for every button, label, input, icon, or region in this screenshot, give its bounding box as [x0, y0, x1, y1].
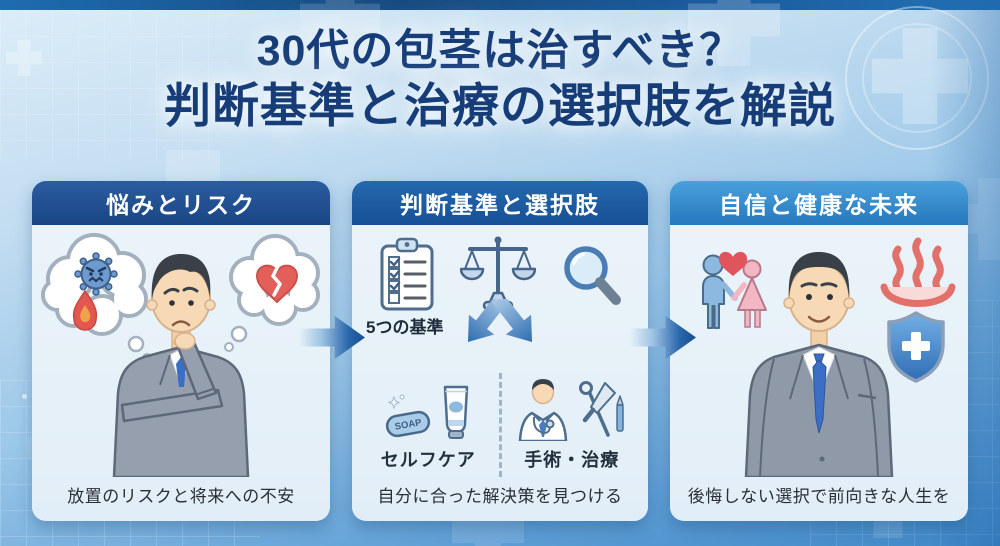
soap-icon: SOAP [385, 394, 430, 438]
panel-worries-body: 放置のリスクと将来への不安 [32, 225, 330, 521]
panel-future-caption: 後悔しない選択で前向きな人生を [687, 487, 951, 506]
top-accent-bar [0, 0, 1000, 10]
surgical-tools-icon [579, 381, 624, 437]
heart-icon [718, 251, 748, 276]
page-title: 30代の包茎は治すべき？ 判断基準と治療の選択肢を解説 [0, 26, 1000, 134]
worried-man [112, 254, 250, 477]
panel-criteria-body: 5つの基準 [352, 225, 648, 521]
branch-arrows-icon [467, 299, 533, 342]
panel-worries: 悩みとリスク [32, 181, 330, 521]
panel-criteria-header: 判断基準と選択肢 [352, 181, 648, 225]
panel-criteria-caption: 自分に合った解決策を見つける [377, 487, 623, 506]
surgery-icons [516, 373, 627, 441]
option-selfcare: SOAP セルフケア [360, 373, 497, 477]
criteria-count-label: 5つの基準 [366, 318, 444, 337]
panel-future: 自信と健康な未来 [670, 181, 968, 521]
cream-tube-icon [443, 385, 468, 439]
virus-icon [74, 252, 118, 296]
surgery-label: 手術・治療 [524, 450, 620, 470]
confident-man [744, 252, 894, 477]
selfcare-icons: SOAP [384, 373, 473, 441]
svg-text:SOAP: SOAP [394, 417, 423, 433]
broken-heart-icon [255, 264, 299, 304]
selfcare-label: セルフケア [380, 450, 476, 470]
options-row: SOAP セルフケア [360, 373, 640, 477]
title-line-2: 判断基準と治療の選択肢を解説 [164, 78, 836, 132]
ring-decoration [845, 6, 989, 150]
panel-worries-caption: 放置のリスクと将来への不安 [67, 487, 295, 506]
worried-man-illustration [41, 233, 320, 477]
couple-icon [702, 251, 767, 329]
criteria-icons-row [352, 235, 648, 315]
options-divider [498, 373, 502, 477]
checklist-icon [380, 237, 434, 311]
doctor-icon [519, 379, 568, 441]
magnifying-glass-icon [564, 246, 621, 305]
hot-spring-icon [880, 237, 956, 307]
option-surgery: 手術・治療 [504, 373, 641, 477]
fire-icon [72, 289, 98, 331]
panel-future-header: 自信と健康な未来 [670, 181, 968, 225]
panel-criteria: 判断基準と選択肢 [352, 181, 648, 521]
shield-cross-icon [887, 311, 945, 383]
panel-future-body: 後悔しない選択で前向きな人生を [670, 225, 968, 521]
title-line-1: 30代の包茎は治すべき？ [256, 27, 744, 75]
ring-decoration [862, 23, 972, 133]
grid-decoration [0, 10, 230, 160]
future-illustration [702, 237, 956, 477]
panel-worries-header: 悩みとリスク [32, 181, 330, 225]
dot-decoration [22, 394, 27, 399]
